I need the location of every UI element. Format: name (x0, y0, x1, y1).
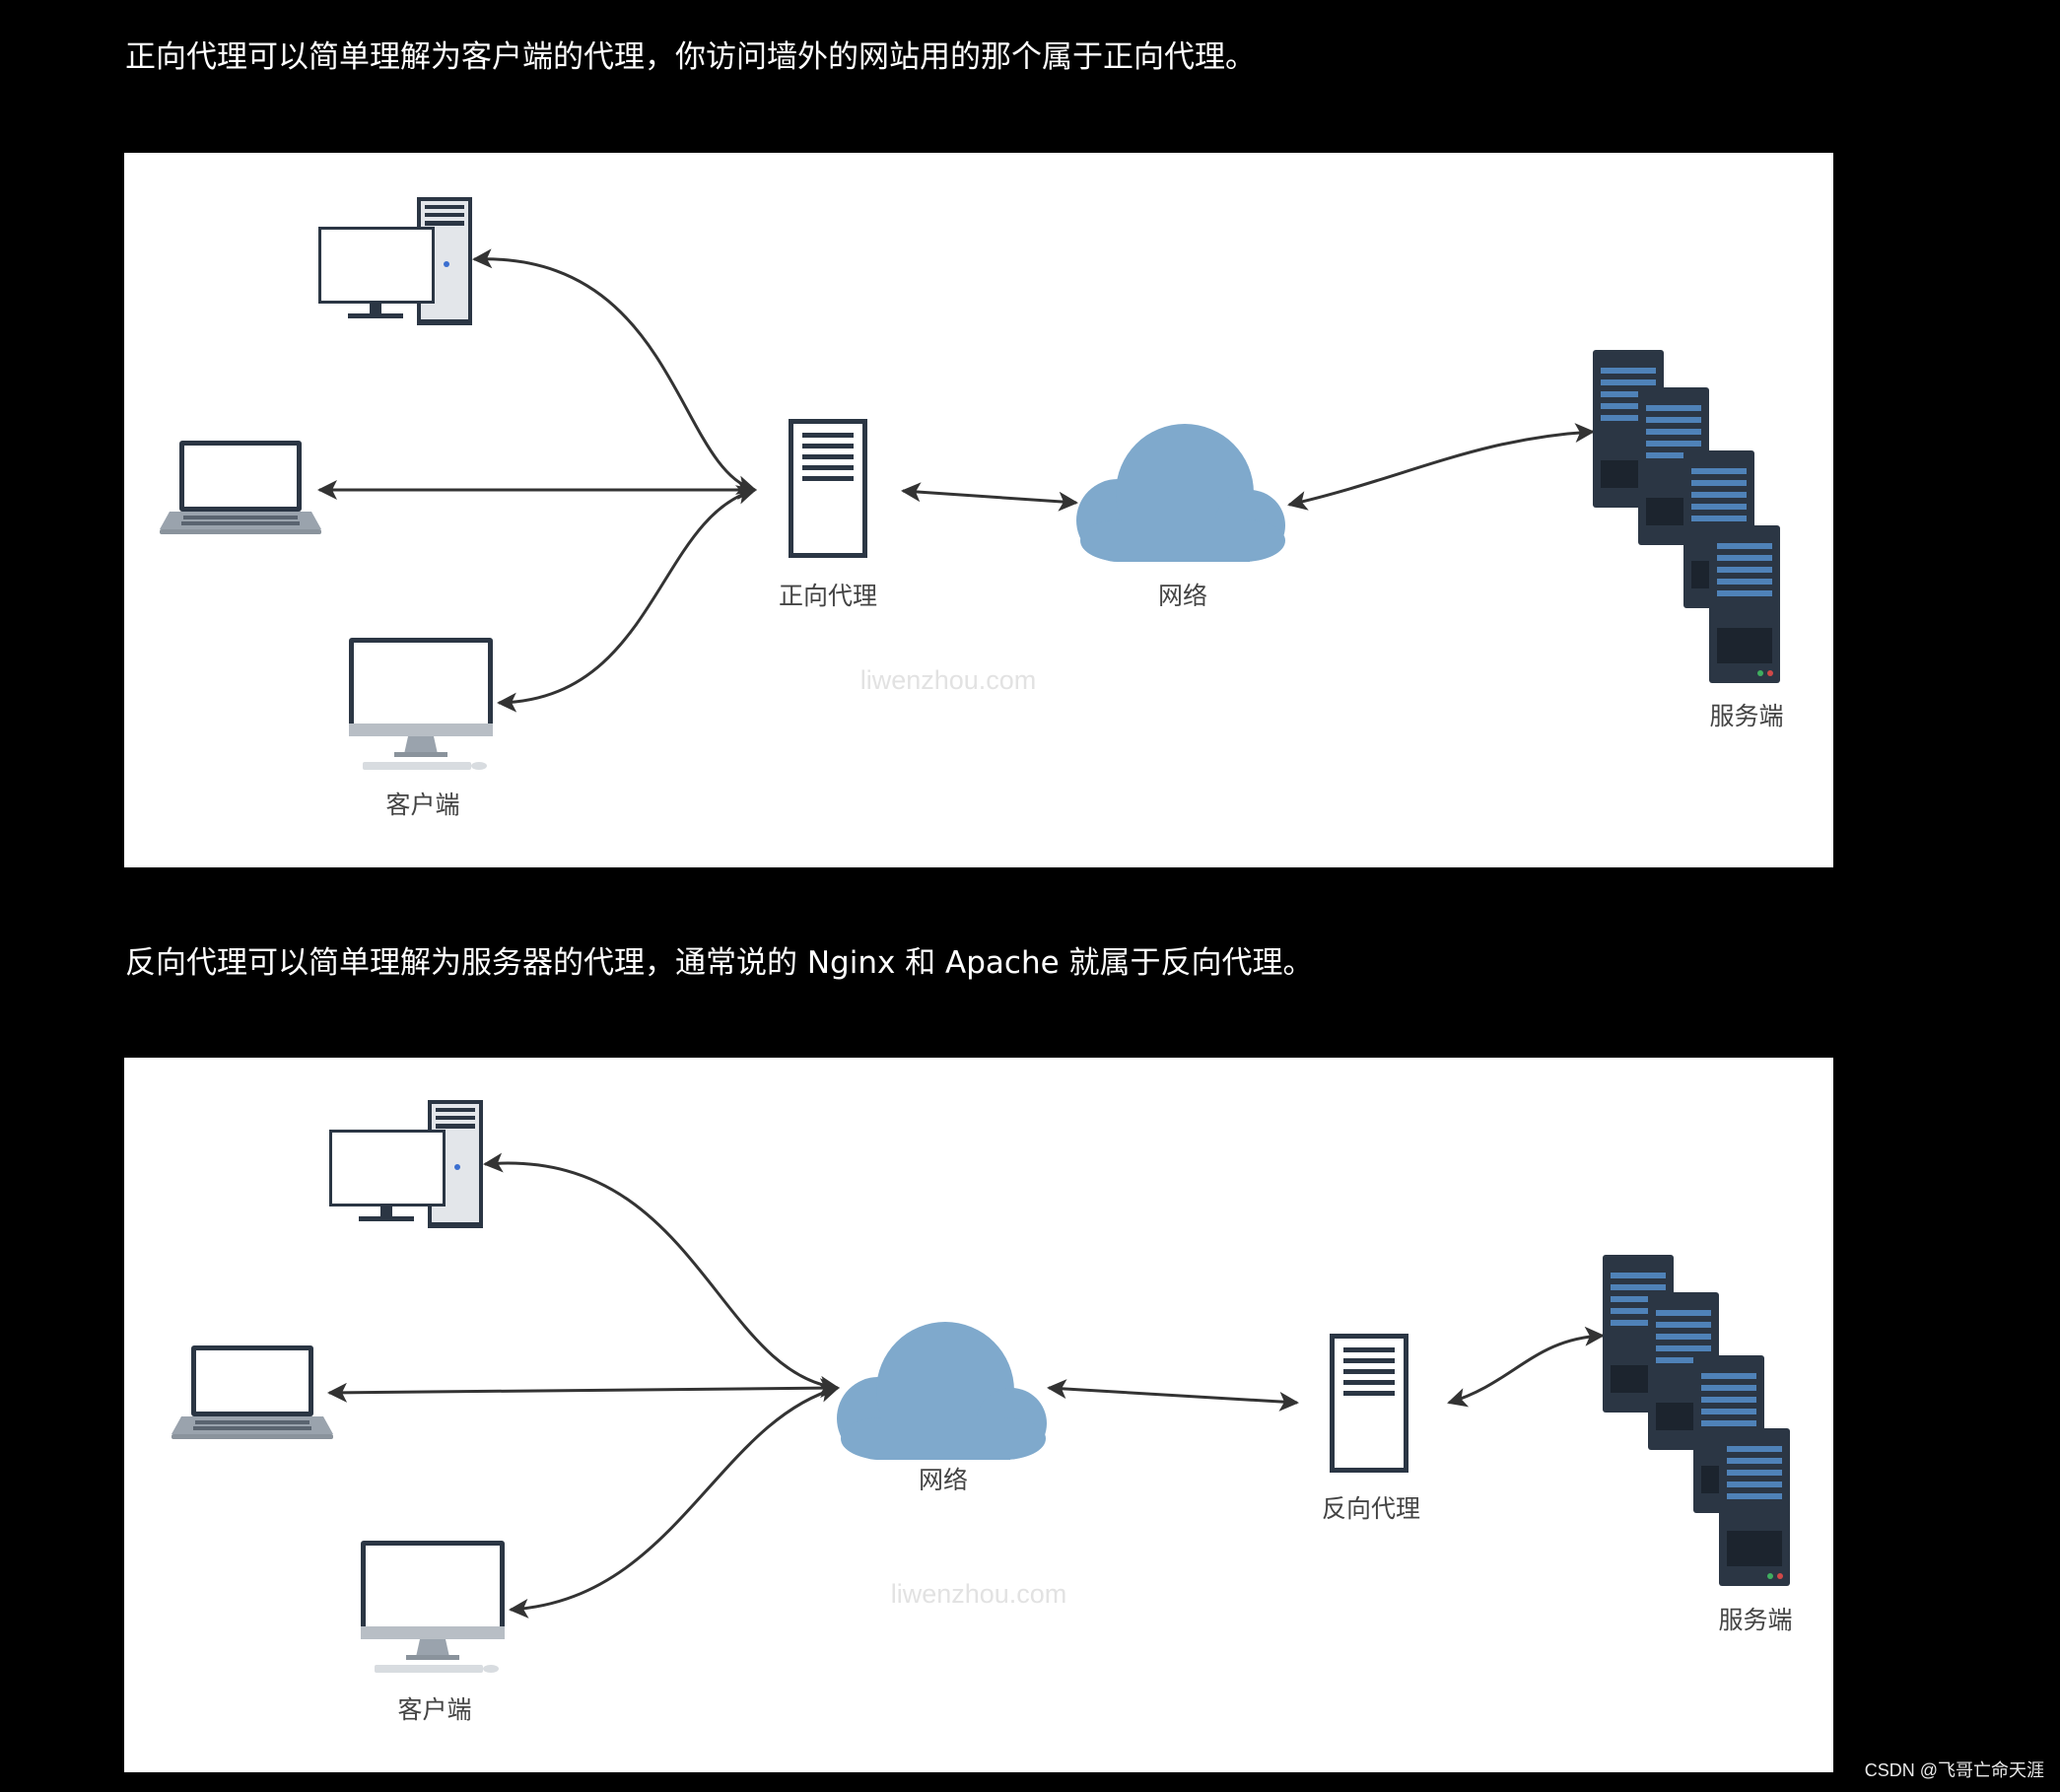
arrow-network-servers (1287, 423, 1595, 511)
proxy-server-icon (789, 419, 867, 558)
watermark: liwenzhou.com (860, 665, 1037, 695)
network-label: 网络 (1158, 582, 1207, 610)
laptop-icon (172, 1345, 333, 1439)
arrow-network-desktop (483, 1152, 840, 1396)
csdn-credit: CSDN @飞哥亡命天涯 (1864, 1760, 2044, 1780)
forward-proxy-description: 正向代理可以简单理解为客户端的代理，你访问墙外的网站用的那个属于正向代理。 (125, 39, 1256, 75)
reverse-proxy-description: 反向代理可以简单理解为服务器的代理，通常说的 Nginx 和 Apache 就属… (125, 945, 1314, 981)
cloud-icon (1076, 424, 1285, 562)
client-label: 客户端 (385, 791, 459, 819)
proxy-label: 反向代理 (1322, 1494, 1420, 1523)
server-rack-icon (1603, 1255, 1790, 1586)
arrows (317, 248, 1595, 713)
server-label: 服务端 (1718, 1606, 1792, 1634)
desktop-tower-icon (318, 197, 472, 325)
server-label: 服务端 (1709, 702, 1783, 730)
imac-icon (361, 1541, 505, 1673)
desktop-tower-icon (329, 1100, 483, 1228)
arrow-proxy-desktop (472, 248, 757, 495)
reverse-proxy-diagram: 客户端 网络 反向代理 (124, 1058, 1833, 1772)
proxy-label: 正向代理 (779, 582, 877, 610)
arrow-network-imac (509, 1383, 840, 1619)
imac-icon (349, 638, 493, 770)
laptop-icon (160, 441, 321, 534)
arrow-proxy-network (901, 482, 1078, 512)
arrow-network-proxy (1047, 1379, 1299, 1412)
network-label: 网络 (919, 1466, 968, 1494)
arrow-proxy-imac (497, 485, 757, 713)
server-rack-icon (1593, 350, 1780, 683)
proxy-server-icon (1330, 1334, 1408, 1473)
arrow-proxy-servers (1447, 1326, 1605, 1408)
cloud-icon (837, 1322, 1047, 1460)
client-label: 客户端 (397, 1695, 471, 1724)
arrows (327, 1152, 1605, 1619)
arrow-network-laptop (327, 1378, 840, 1403)
forward-proxy-diagram: 客户端 正向代理 网络 (124, 153, 1833, 867)
watermark: liwenzhou.com (891, 1579, 1067, 1609)
